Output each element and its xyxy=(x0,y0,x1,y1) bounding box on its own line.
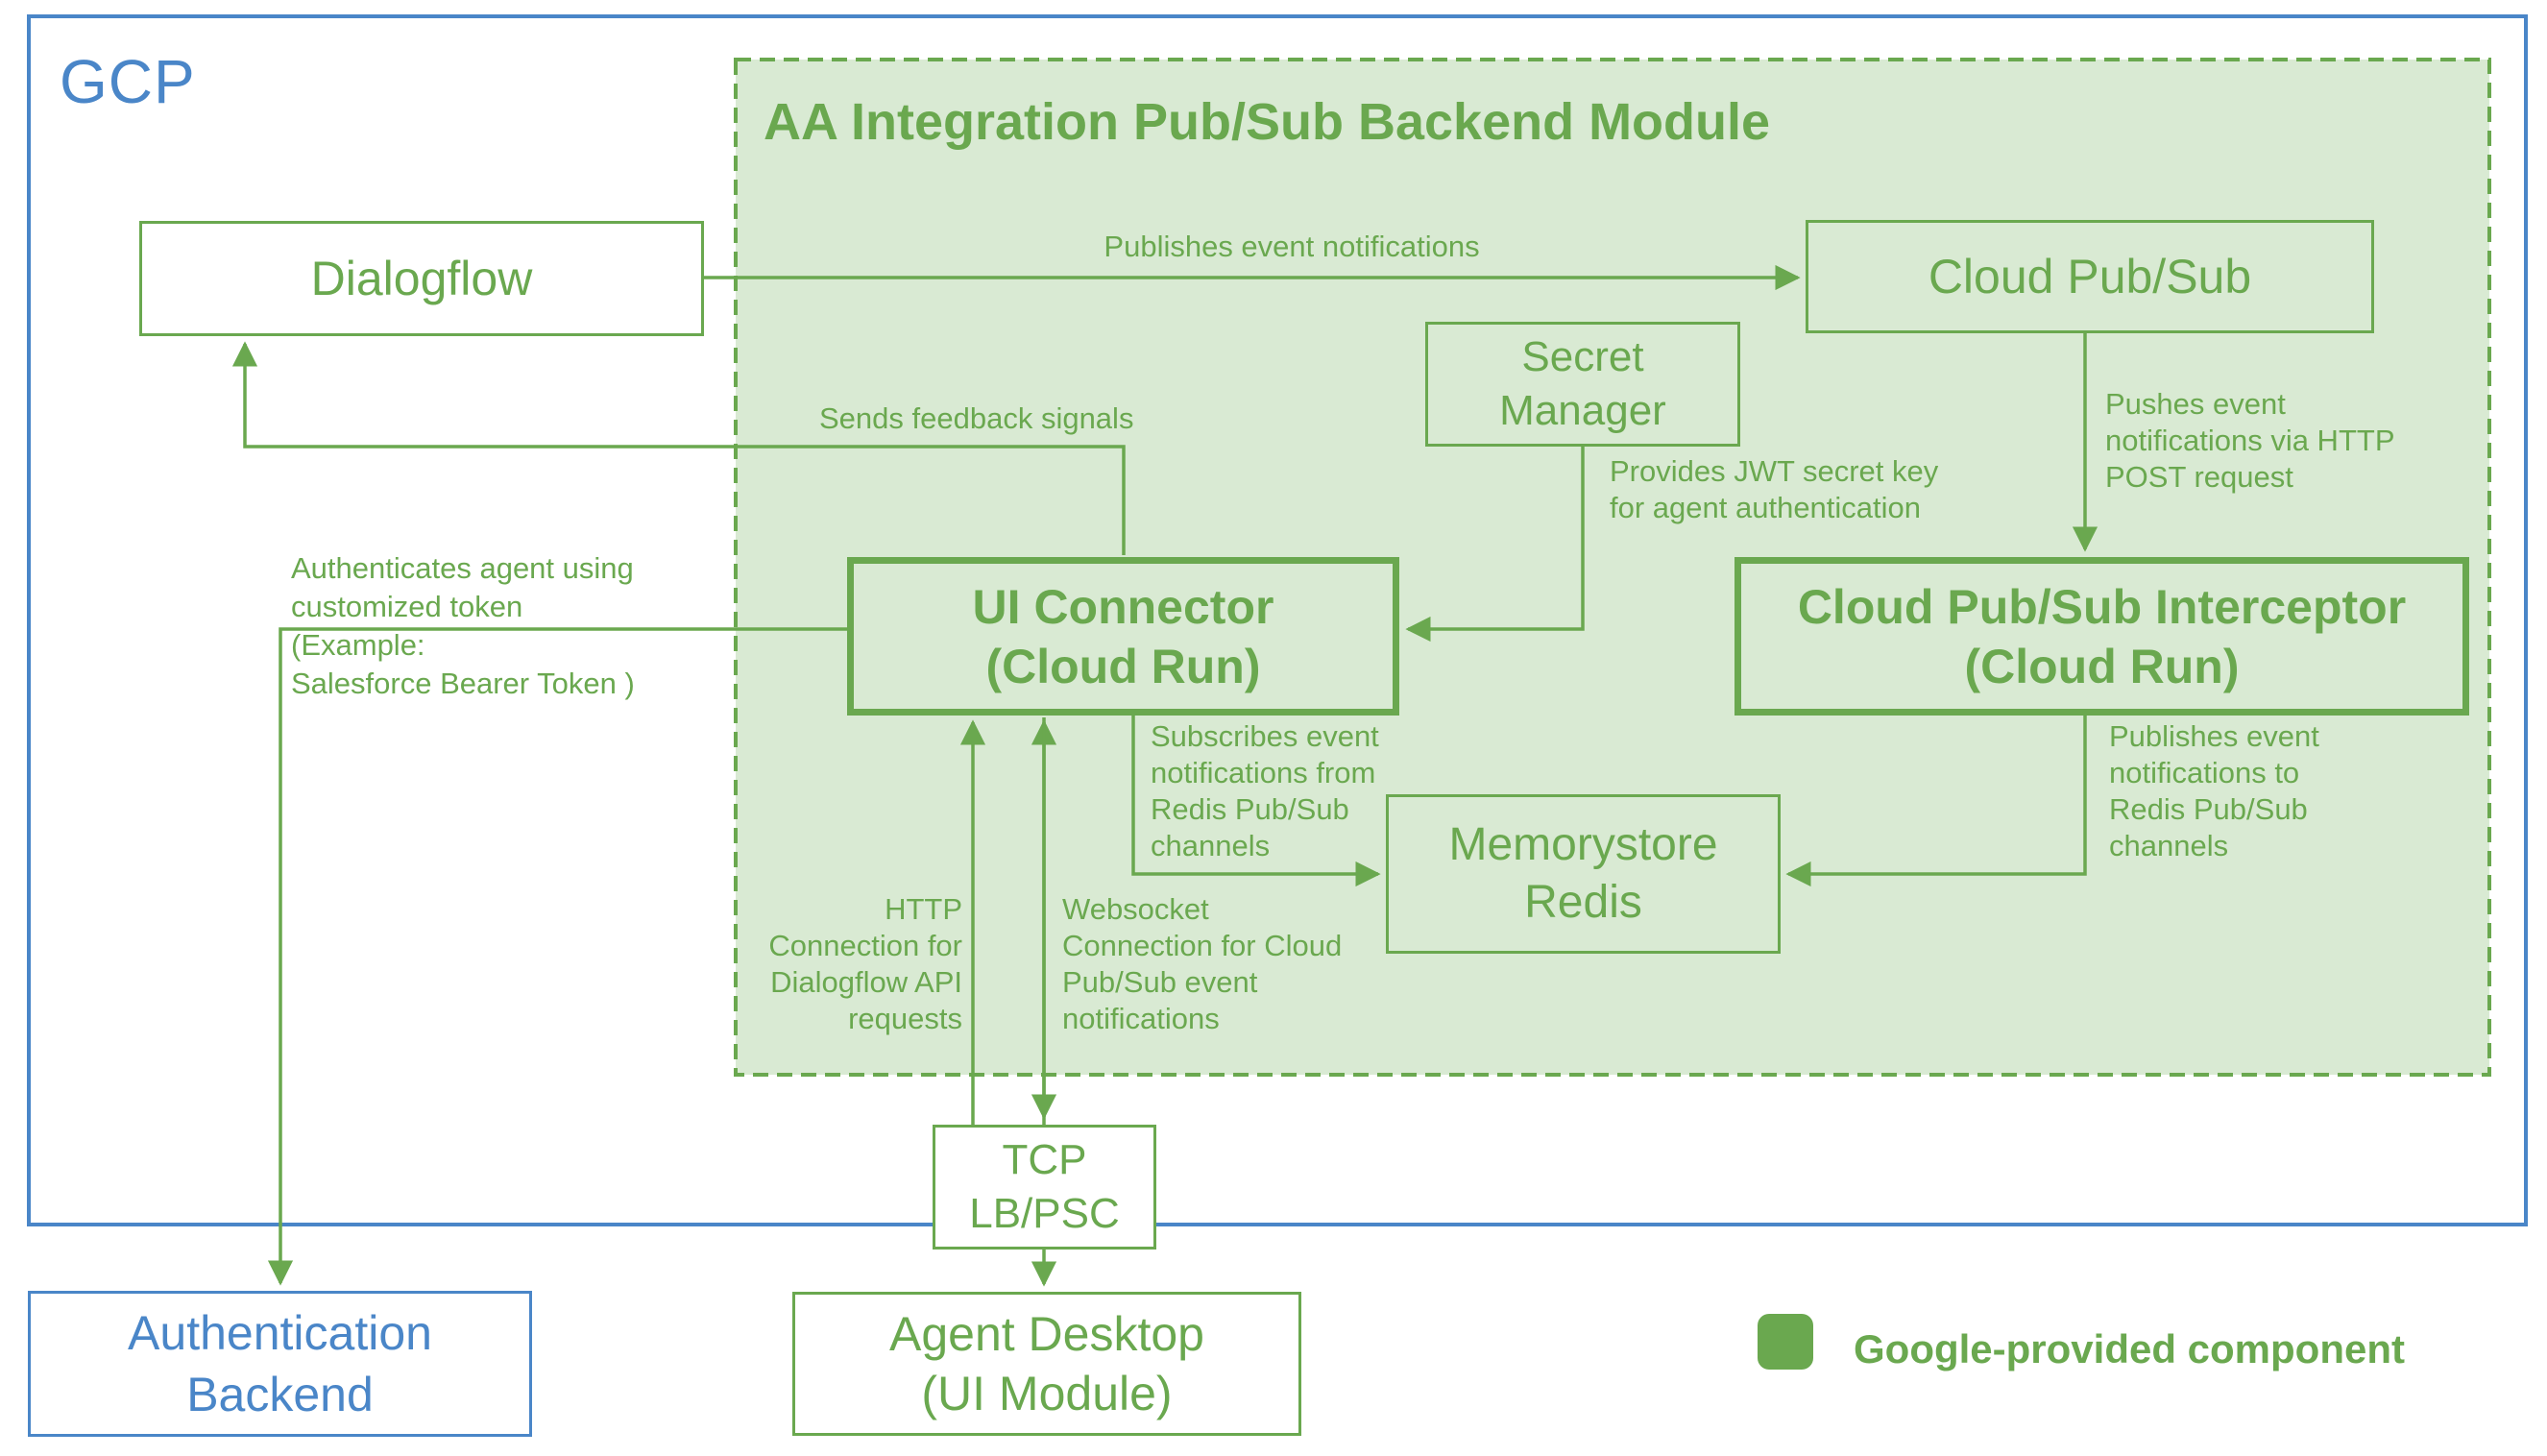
gcp-boundary-box xyxy=(27,14,2528,1226)
label-sends-feedback-signals: Sends feedback signals xyxy=(819,401,1134,435)
label-authenticates-agent: Authenticates agent using customized tok… xyxy=(291,551,635,700)
legend-google-component-swatch xyxy=(1758,1314,1813,1370)
node-authentication-backend: Authentication Backend xyxy=(28,1291,532,1437)
node-agent-desktop: Agent Desktop (UI Module) xyxy=(792,1292,1301,1436)
label-publishes-to-redis: Publishes event notifications to Redis P… xyxy=(2109,719,2319,862)
node-memorystore-redis: Memorystore Redis xyxy=(1386,794,1781,954)
label-provides-jwt-secret-key: Provides JWT secret key for agent authen… xyxy=(1610,454,1939,524)
legend-google-component-label: Google-provided component xyxy=(1854,1326,2405,1371)
node-tcp-lb-psc: TCP LB/PSC xyxy=(933,1125,1156,1250)
label-http-connection: HTTP Connection for Dialogflow API reque… xyxy=(768,892,962,1035)
node-ui-connector: UI Connector (Cloud Run) xyxy=(847,557,1399,716)
node-pubsub-interceptor: Cloud Pub/Sub Interceptor (Cloud Run) xyxy=(1734,557,2469,716)
label-subscribes-event: Subscribes event notifications from Redi… xyxy=(1151,719,1379,862)
node-secret-manager: Secret Manager xyxy=(1425,322,1740,447)
node-cloud-pubsub: Cloud Pub/Sub xyxy=(1806,220,2374,333)
label-pushes-event-notifications: Pushes event notifications via HTTP POST… xyxy=(2105,387,2395,494)
label-publishes-event-notifications: Publishes event notifications xyxy=(1104,230,1480,263)
node-dialogflow: Dialogflow xyxy=(139,221,704,336)
label-websocket-connection: Websocket Connection for Cloud Pub/Sub e… xyxy=(1062,892,1343,1035)
module-title: AA Integration Pub/Sub Backend Module xyxy=(764,93,1771,151)
gcp-label: GCP xyxy=(60,47,196,116)
